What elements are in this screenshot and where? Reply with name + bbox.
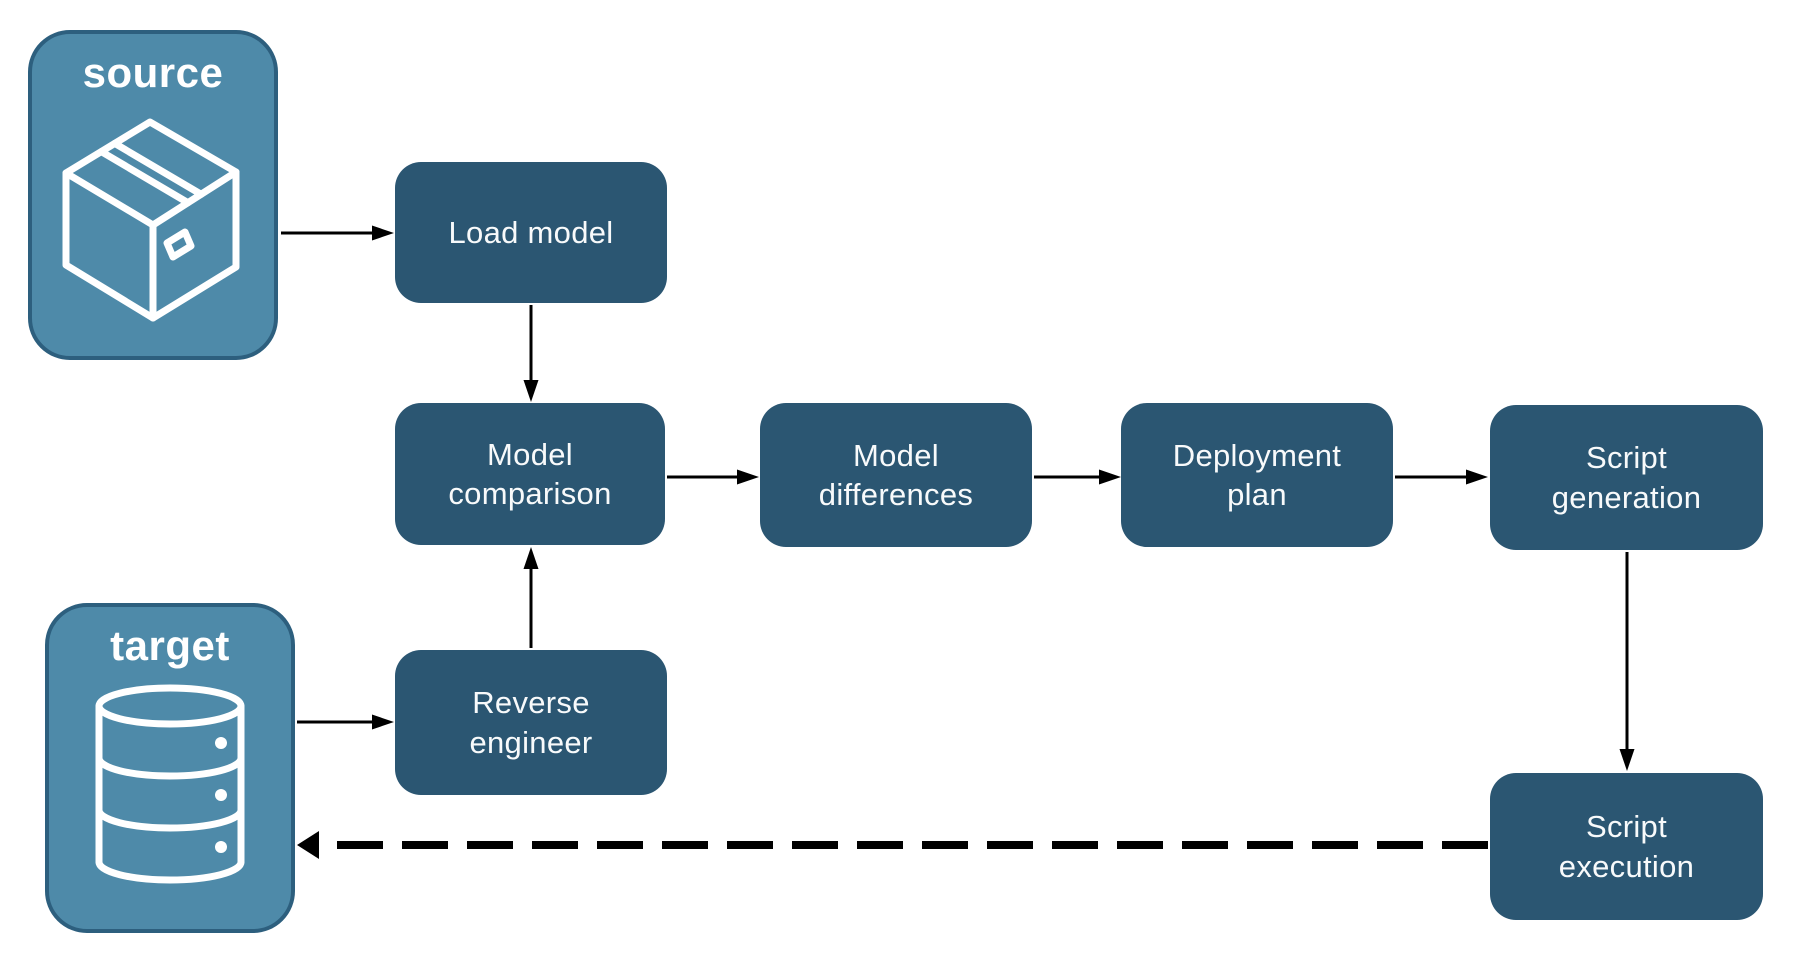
node-label: Script execution — [1558, 809, 1695, 884]
arrow-source-to-load-model — [281, 225, 394, 241]
node-script-execution: Script execution — [1490, 773, 1763, 920]
node-label: Script generation — [1551, 440, 1702, 515]
node-model-differences: Model differences — [760, 403, 1032, 547]
package-icon — [62, 118, 240, 322]
node-deployment-plan: Deployment plan — [1121, 403, 1393, 547]
endpoint-source-title: source — [82, 49, 224, 96]
node-label: Model differences — [818, 437, 974, 512]
node-label: Load model — [448, 214, 614, 250]
arrow-model-comparison-to-model-differences — [667, 469, 759, 485]
node-reverse-engineer: Reverse engineer — [395, 650, 667, 795]
arrow-script-execution-to-target-dashed — [297, 831, 1488, 859]
node-label: Model comparison — [448, 436, 612, 511]
arrow-script-generation-to-script-execution — [1619, 552, 1635, 771]
database-icon — [95, 684, 245, 884]
arrow-deployment-plan-to-script-generation — [1395, 469, 1488, 485]
arrow-model-differences-to-deployment-plan — [1034, 469, 1121, 485]
node-model-comparison: Model comparison — [395, 403, 665, 545]
endpoint-target-title: target — [110, 622, 230, 669]
node-label: Reverse engineer — [469, 685, 593, 760]
endpoint-target: target — [45, 603, 295, 933]
arrow-reverse-engineer-to-model-comparison — [523, 547, 539, 648]
node-script-generation: Script generation — [1490, 405, 1763, 550]
endpoint-source: source — [28, 30, 278, 360]
node-label: Deployment plan — [1172, 437, 1342, 512]
arrow-load-model-to-model-comparison — [523, 305, 539, 402]
arrow-target-to-reverse-engineer — [297, 714, 394, 730]
node-load-model: Load model — [395, 162, 667, 303]
